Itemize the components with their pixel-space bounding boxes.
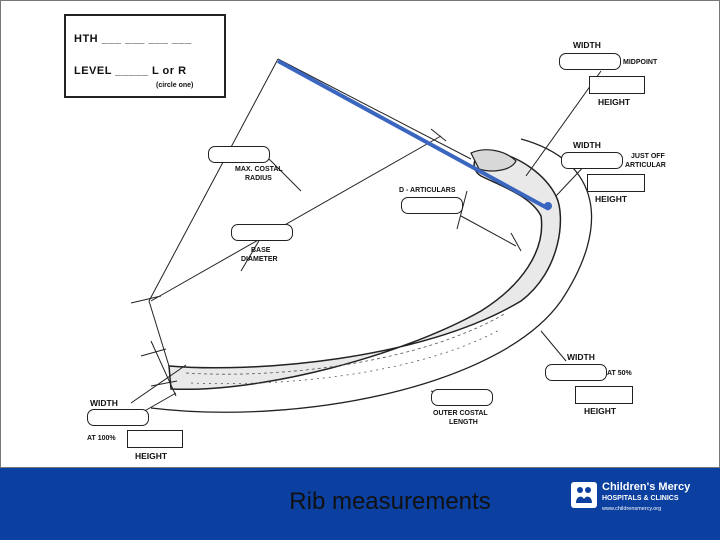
height-100-field[interactable] — [127, 430, 183, 448]
logo-url: www.childrensmercy.org — [602, 506, 662, 512]
midpoint-label: MIDPOINT — [623, 59, 658, 66]
width-top-label: WIDTH — [573, 40, 601, 50]
max-costal-radius-label-1: MAX. COSTAL — [235, 166, 283, 173]
level-label: LEVEL _____ L or R — [74, 65, 187, 77]
outer-costal-length-field[interactable] — [431, 389, 493, 406]
height-top-field[interactable] — [589, 76, 645, 94]
just-off-label-2: ARTICULAR — [625, 162, 666, 169]
outer-costal-length-label-2: LENGTH — [449, 419, 478, 426]
height-50-label: HEIGHT — [584, 406, 617, 416]
height-50-field[interactable] — [575, 386, 633, 404]
slide-caption: Rib measurements — [289, 488, 491, 515]
width-50-label: WIDTH — [567, 352, 595, 362]
logo-name: Children's Mercy — [602, 481, 691, 493]
height-articular-label: HEIGHT — [595, 194, 628, 204]
base-diameter-label-1: BASE — [251, 247, 271, 254]
at-50-label: AT 50% — [607, 370, 632, 377]
logo-mark-icon — [571, 482, 597, 508]
width-top-field[interactable] — [559, 53, 621, 70]
width-articular-label: WIDTH — [573, 140, 601, 150]
d-articulars-label: D - ARTICULARS — [399, 187, 456, 194]
rib-drawing — [130, 58, 602, 414]
width-articular-field[interactable] — [561, 152, 623, 169]
base-diameter-field[interactable] — [231, 224, 293, 241]
hth-label: HTH ___ ___ ___ ___ — [74, 33, 192, 45]
max-costal-radius-label-2: RADIUS — [245, 175, 272, 182]
outer-costal-length-label-1: OUTER COSTAL — [433, 410, 488, 417]
height-100-label: HEIGHT — [135, 451, 168, 461]
height-articular-field[interactable] — [587, 174, 645, 192]
articular-head — [470, 149, 517, 172]
just-off-label-1: JUST OFF — [631, 153, 665, 160]
max-costal-radius-field[interactable] — [208, 146, 270, 163]
width-50-field[interactable] — [545, 364, 607, 381]
overlay-line-end — [544, 202, 552, 210]
base-diameter-label-2: DIAMETER — [241, 256, 278, 263]
height-top-label: HEIGHT — [598, 97, 631, 107]
footer-band — [0, 468, 720, 540]
rib-bone — [168, 150, 562, 391]
d-articulars-field[interactable] — [401, 197, 463, 214]
rib-measurement-diagram: HTH ___ ___ ___ ___ LEVEL _____ L or R (… — [0, 0, 720, 468]
hth-level-form: HTH ___ ___ ___ ___ LEVEL _____ L or R (… — [64, 14, 226, 98]
width-100-label: WIDTH — [90, 398, 118, 408]
circle-note: (circle one) — [156, 82, 194, 89]
outer-costal-arc — [150, 138, 593, 413]
logo-subtitle: HOSPITALS & CLINICS — [602, 495, 679, 502]
overlay-line — [277, 59, 550, 211]
at-100-label: AT 100% — [87, 435, 116, 442]
width-100-field[interactable] — [87, 409, 149, 426]
childrens-mercy-logo: Children's Mercy HOSPITALS & CLINICS www… — [568, 478, 710, 524]
